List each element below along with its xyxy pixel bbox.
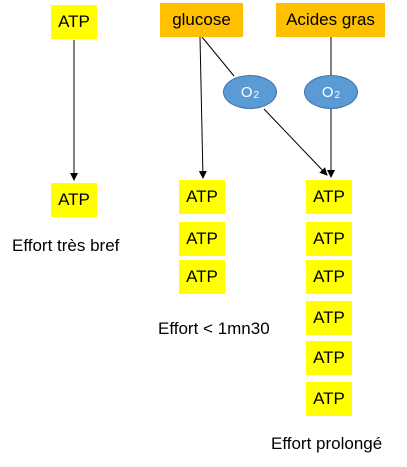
atp-box-short-1: ATP xyxy=(179,180,225,214)
atp-box-prolonged-5: ATP xyxy=(306,341,352,375)
atp-box-prolonged-4: ATP xyxy=(306,301,352,335)
oxygen-subscript: 2 xyxy=(253,89,260,101)
oxygen-symbol: O xyxy=(240,83,253,101)
effort-very-short-label: Effort très bref xyxy=(12,236,120,255)
fatty-acids-box: Acides gras xyxy=(276,3,385,37)
glucose-box: glucose xyxy=(160,3,243,37)
atp-box-short-3: ATP xyxy=(179,260,225,294)
atp-box-prolonged-2: ATP xyxy=(306,222,352,256)
atp-box-very-short: ATP xyxy=(51,183,97,217)
atp-box-prolonged-6: ATP xyxy=(306,382,352,416)
line-glucose-to-oxygen xyxy=(201,36,235,77)
effort-short-label: Effort < 1mn30 xyxy=(158,319,270,338)
arrow-oxygen-glucose-to-atp xyxy=(263,108,328,176)
oxygen-subscript: 2 xyxy=(334,89,341,101)
atp-box-short-2: ATP xyxy=(179,222,225,256)
oxygen-symbol: O xyxy=(321,83,334,101)
atp-box-prolonged-1: ATP xyxy=(306,180,352,214)
atp-box-initial: ATP xyxy=(51,5,97,39)
effort-prolonged-label: Effort prolongé xyxy=(271,434,383,453)
arrow-glucose-to-atp xyxy=(198,36,207,179)
atp-box-prolonged-3: ATP xyxy=(306,260,352,294)
